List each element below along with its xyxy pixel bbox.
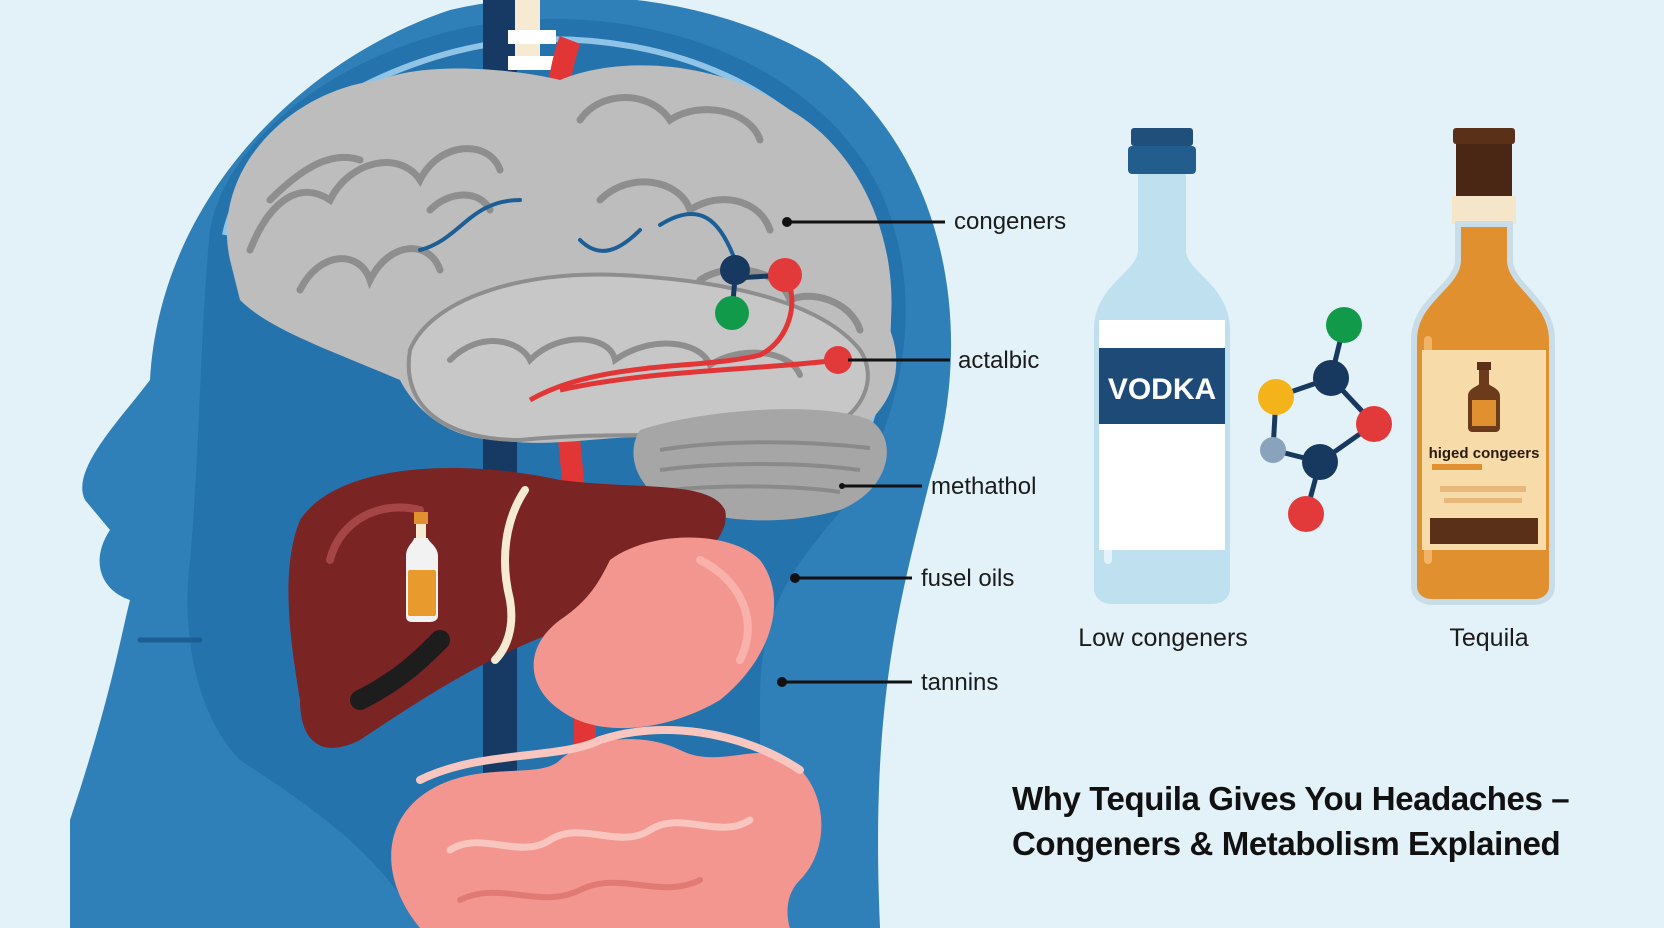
molecule-icon	[1258, 307, 1392, 532]
label-congeners: congeners	[954, 208, 1066, 235]
vodka-label: VODKA	[1108, 373, 1216, 406]
brain-icon	[226, 65, 897, 521]
tequila-bottle-icon	[1411, 128, 1555, 605]
label-leaders	[777, 217, 950, 687]
vodka-caption: Low congeners	[1078, 624, 1248, 652]
vodka-bottle-icon	[1094, 128, 1230, 604]
liver-icon	[288, 468, 726, 748]
stomach-icon	[533, 537, 775, 729]
title-line-2: Congeners & Metabolism Explained	[1012, 825, 1561, 862]
mini-bottle-icon	[406, 512, 438, 622]
label-tannins: tannins	[921, 669, 998, 696]
intestine-icon	[391, 726, 822, 928]
label-fusel-oils: fusel oils	[921, 565, 1014, 592]
tequila-caption: Tequila	[1449, 624, 1528, 652]
page-title: Why Tequila Gives You Headaches – Congen…	[1012, 776, 1652, 866]
brain-molecule-icon	[528, 255, 852, 403]
label-actalbic: actalbic	[958, 347, 1039, 374]
tequila-label: higed congeers	[1429, 445, 1540, 462]
title-line-1: Why Tequila Gives You Headaches –	[1012, 780, 1570, 817]
label-methathol: methathol	[931, 473, 1036, 500]
